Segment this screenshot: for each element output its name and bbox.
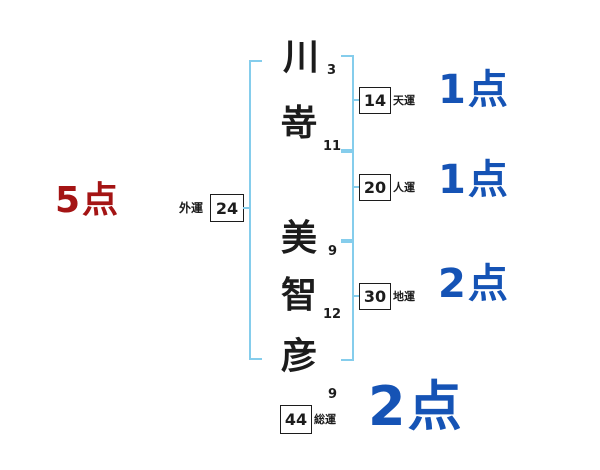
souun-label: 総運 [314, 413, 336, 426]
name-char-4: 智 [281, 275, 318, 316]
jinun-value-box: 20 [359, 174, 391, 201]
stroke-count-1: 3 [327, 63, 337, 78]
tenun-score: 1点 [438, 67, 510, 113]
stroke-count-5: 9 [328, 387, 338, 402]
gaiun-label: 外運 [179, 201, 204, 215]
name-char-1: 川 [283, 37, 320, 78]
name-char-2: 嵜 [281, 103, 318, 144]
stroke-count-2: 11 [323, 139, 342, 154]
chiun-value-box: 30 [359, 283, 391, 310]
chiun-label: 地運 [393, 290, 415, 303]
jinun-bracket-tick [352, 186, 359, 188]
name-char-5: 彦 [281, 336, 318, 377]
chiun-bracket-tick [352, 295, 359, 297]
jinun-score: 1点 [438, 157, 510, 203]
gaiun-bracket-tick [243, 207, 251, 209]
tenun-bracket-tick [352, 99, 359, 101]
souun-score: 2点 [368, 375, 464, 438]
souun-value-box: 44 [280, 405, 312, 434]
tenun-bracket [341, 55, 354, 151]
gaiun-score: 5点 [55, 180, 121, 221]
tenun-label: 天運 [393, 94, 415, 107]
tenun-value-box: 14 [359, 87, 391, 114]
chiun-bracket [341, 241, 354, 361]
stroke-count-3: 9 [328, 244, 338, 259]
gaiun-value-box: 24 [210, 194, 244, 222]
stroke-count-4: 12 [323, 307, 342, 322]
jinun-label: 人運 [393, 181, 415, 194]
gaiun-bracket [249, 60, 262, 360]
jinun-bracket [341, 151, 354, 241]
name-char-3: 美 [281, 218, 318, 259]
chiun-score: 2点 [438, 261, 510, 307]
